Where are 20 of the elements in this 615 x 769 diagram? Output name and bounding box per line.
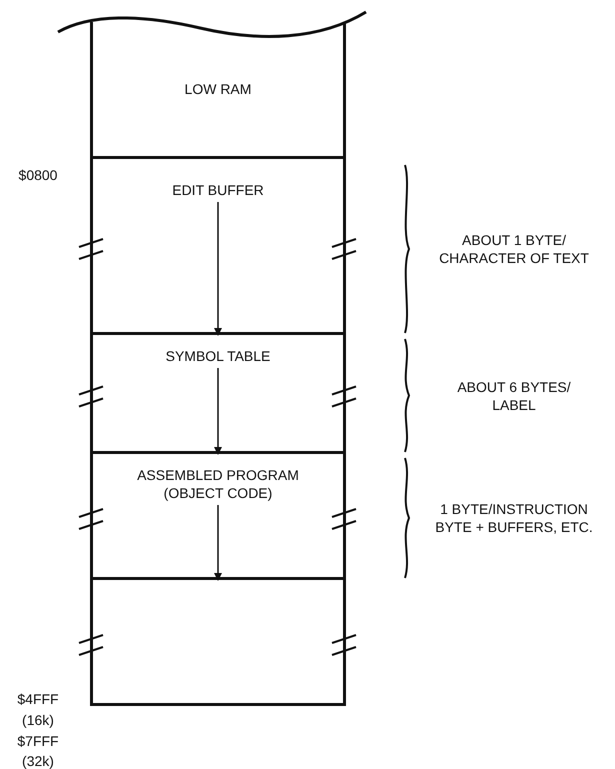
memory-region bbox=[90, 580, 346, 706]
size-note: ABOUT 6 BYTES/ LABEL bbox=[456, 378, 572, 414]
region-label: LOW RAM bbox=[184, 80, 252, 98]
region-label: EDIT BUFFER bbox=[171, 181, 265, 199]
arrow bbox=[214, 505, 222, 581]
memory-region bbox=[90, 454, 346, 580]
address-label: $7FFF bbox=[16, 732, 60, 750]
address-label: $0800 bbox=[18, 166, 58, 184]
address-label: (32k) bbox=[21, 752, 55, 769]
memory-region bbox=[90, 159, 346, 335]
address-label: $4FFF bbox=[16, 690, 60, 708]
memory-region bbox=[90, 335, 346, 454]
address-label: (16k) bbox=[21, 711, 55, 729]
size-note: 1 BYTE/INSTRUCTION BYTE + BUFFERS, ETC. bbox=[434, 500, 594, 536]
region-label: SYMBOL TABLE bbox=[164, 347, 272, 365]
memory-region bbox=[90, 22, 346, 159]
arrow bbox=[214, 368, 222, 455]
size-note: ABOUT 1 BYTE/ CHARACTER OF TEXT bbox=[439, 231, 589, 267]
region-label: ASSEMBLED PROGRAM (OBJECT CODE) bbox=[136, 466, 300, 502]
arrow bbox=[214, 202, 222, 336]
